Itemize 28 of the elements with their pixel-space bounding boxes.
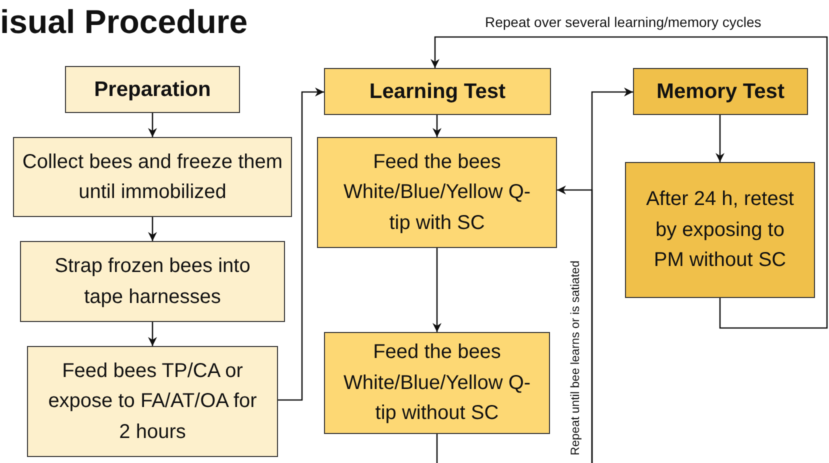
process-box	[20, 241, 285, 322]
process-box	[65, 66, 240, 113]
step-text: After 24 h, retest by exposing to PM without SC	[645, 187, 795, 274]
arrow	[430, 36, 828, 329]
process-box	[324, 68, 551, 115]
stage-heading: Preparation	[94, 76, 211, 103]
step-text: Feed the bees White/Blue/Yellow Q-tip with SC	[342, 150, 532, 236]
process-box	[633, 68, 808, 115]
process-box	[27, 346, 278, 457]
process-box	[13, 137, 292, 217]
arrow	[148, 322, 157, 346]
arrow	[278, 88, 324, 401]
arrow	[432, 115, 442, 137]
step-text: Feed bees TP/CA or expose to FA/AT/OA for 2 hours	[47, 358, 258, 445]
step-text: Collect bees and freeze them until immobilized	[21, 150, 284, 205]
step-text: Strap frozen bees into tape harnesses	[54, 254, 252, 310]
arrow	[148, 113, 157, 137]
stage-heading: Memory Test	[656, 78, 784, 105]
stage-heading: Learning Test	[369, 78, 506, 105]
arrow	[432, 248, 442, 332]
title: isual Procedure	[0, 2, 248, 42]
process-box	[317, 137, 557, 248]
arrow	[591, 88, 633, 463]
arrow	[716, 115, 724, 162]
process-box	[625, 162, 815, 298]
arrow	[148, 217, 157, 241]
step-text: Feed the bees White/Blue/Yellow Q-tip without SC	[342, 340, 532, 426]
process-box	[324, 332, 550, 434]
